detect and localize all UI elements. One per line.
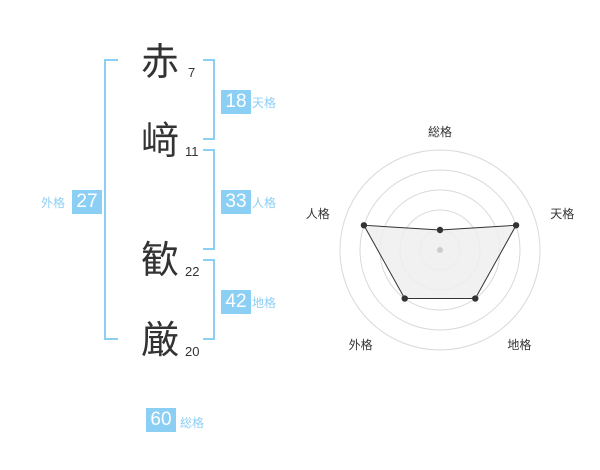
jinkaku-score: 33 (221, 190, 251, 214)
radar-axis-label: 総格 (428, 125, 453, 139)
radar-center (437, 247, 443, 253)
name-char-3: 歓 (140, 238, 179, 282)
stroke-count-3: 22 (185, 264, 200, 279)
tenkaku-bracket (203, 59, 215, 140)
gaikaku-label: 外格 (41, 196, 66, 210)
jinkaku-bracket (203, 149, 215, 250)
soukaku-label: 総格 (180, 416, 205, 430)
radar-ring-4 (359, 169, 521, 331)
radar-ring-5 (339, 149, 541, 351)
radar-polygon (363, 224, 517, 299)
stroke-count-2: 11 (185, 144, 199, 159)
tenkaku-label: 天格 (252, 96, 277, 110)
radar-point-0 (436, 226, 444, 234)
radar-axis-label: 人格 (305, 206, 330, 221)
gaikaku-score: 27 (72, 190, 102, 214)
radar-point-2 (472, 295, 479, 302)
stroke-count-1: 7 (188, 65, 196, 80)
radar-axis-label: 天格 (550, 206, 575, 221)
gaikaku-bracket (104, 59, 118, 340)
jinkaku-label: 人格 (252, 196, 277, 210)
radar-axis-label: 外格 (348, 338, 373, 353)
name-char-2: 﨑 (140, 119, 179, 163)
radar-point-1 (512, 222, 520, 229)
chikaku-score: 42 (221, 290, 251, 314)
radar-point-4 (360, 222, 368, 229)
name-char-1: 赤 (140, 40, 179, 84)
name-char-4: 厳 (140, 318, 179, 362)
tenkaku-score: 18 (221, 90, 251, 114)
radar-point-3 (401, 295, 408, 302)
soukaku-score: 60 (146, 408, 176, 432)
radar-axis-label: 地格 (507, 338, 532, 353)
chikaku-bracket (203, 259, 215, 340)
stroke-count-4: 20 (185, 344, 200, 359)
chikaku-label: 地格 (252, 296, 277, 310)
